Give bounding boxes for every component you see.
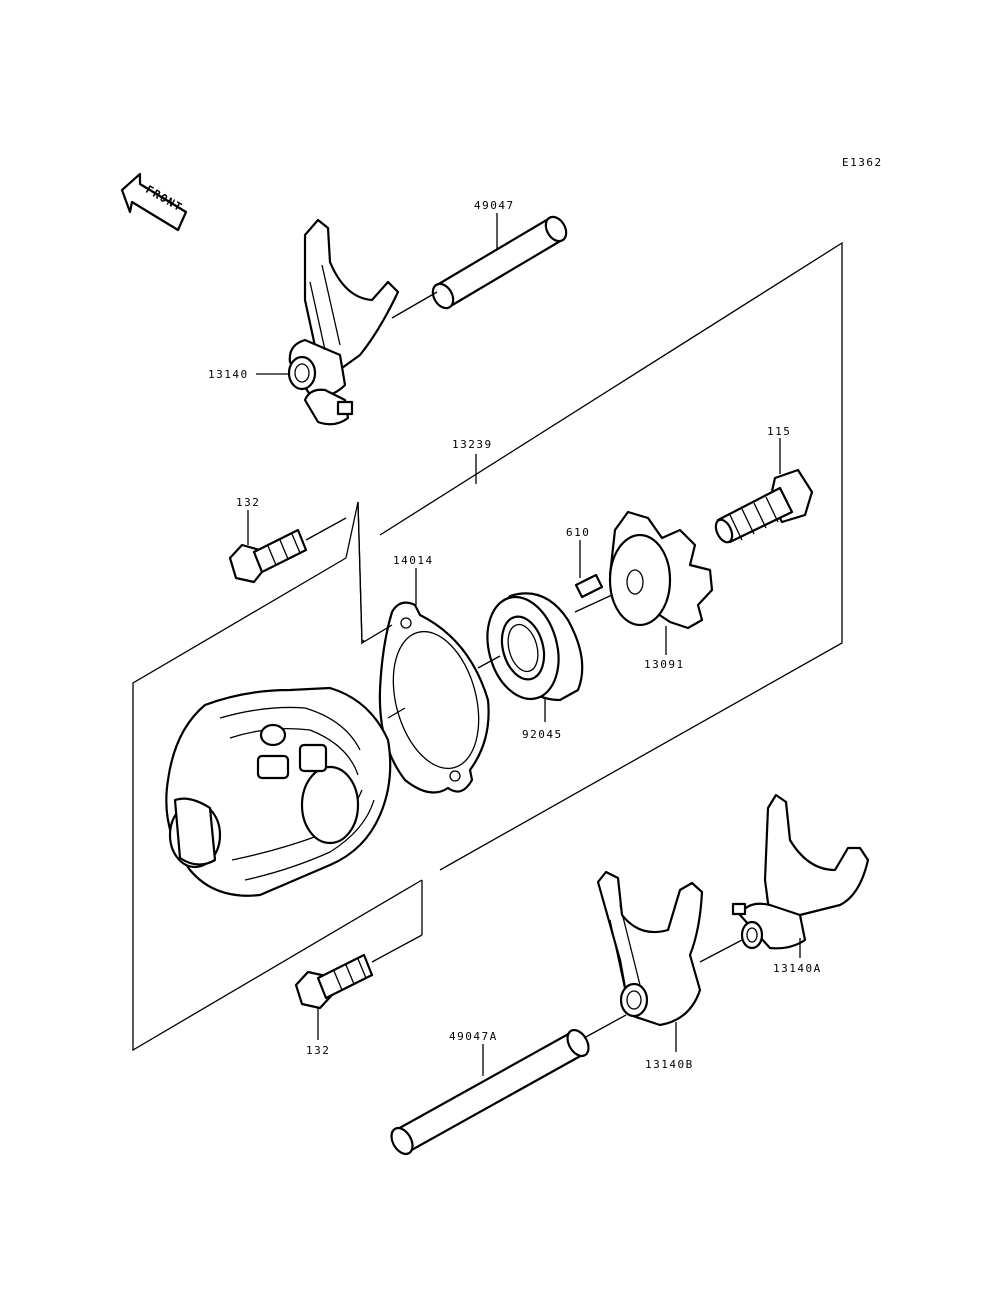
axis-line-13140A (699, 939, 743, 963)
front-arrow-icon: FRONT (120, 172, 188, 232)
label-13140B: 13140B (645, 1058, 694, 1071)
shift-fork-13140B (596, 870, 704, 1027)
star-plate-13091 (608, 510, 714, 630)
axis-line-132-bottom (371, 934, 423, 963)
bolt-115 (714, 468, 814, 544)
label-132-bottom: 132 (306, 1044, 330, 1057)
bearing-92045 (486, 592, 584, 702)
label-49047: 49047 (474, 199, 515, 212)
axis-line-top (391, 291, 438, 319)
bolt-132-top (228, 528, 308, 584)
label-13140A: 13140A (773, 962, 822, 975)
label-13091: 13091 (644, 658, 685, 671)
label-13239: 13239 (452, 438, 493, 451)
label-610: 610 (566, 526, 590, 539)
bolt-132-bottom (294, 953, 374, 1010)
label-115: 115 (767, 425, 791, 438)
shift-fork-13140 (287, 218, 400, 426)
axis-line-bearing (477, 655, 501, 669)
label-14014: 14014 (393, 554, 434, 567)
assembly-outline (132, 241, 843, 1052)
pin-610 (574, 573, 604, 599)
axis-line-132-top (305, 517, 347, 541)
shift-drum (165, 686, 392, 897)
axis-line-49047A (583, 1014, 627, 1039)
label-49047A: 49047A (449, 1030, 498, 1043)
axis-line-plate (574, 594, 613, 613)
label-132-top: 132 (236, 496, 260, 509)
axis-line-drum (387, 707, 406, 719)
gasket-14014 (378, 601, 490, 794)
axis-line-gasket (361, 624, 393, 644)
shift-rod-49047 (431, 215, 568, 310)
diagram-code: E1362 (842, 156, 883, 169)
shift-fork-13140A (731, 793, 870, 950)
shift-rod-49047A (390, 1028, 590, 1156)
label-92045: 92045 (522, 728, 563, 741)
label-13140: 13140 (208, 368, 249, 381)
